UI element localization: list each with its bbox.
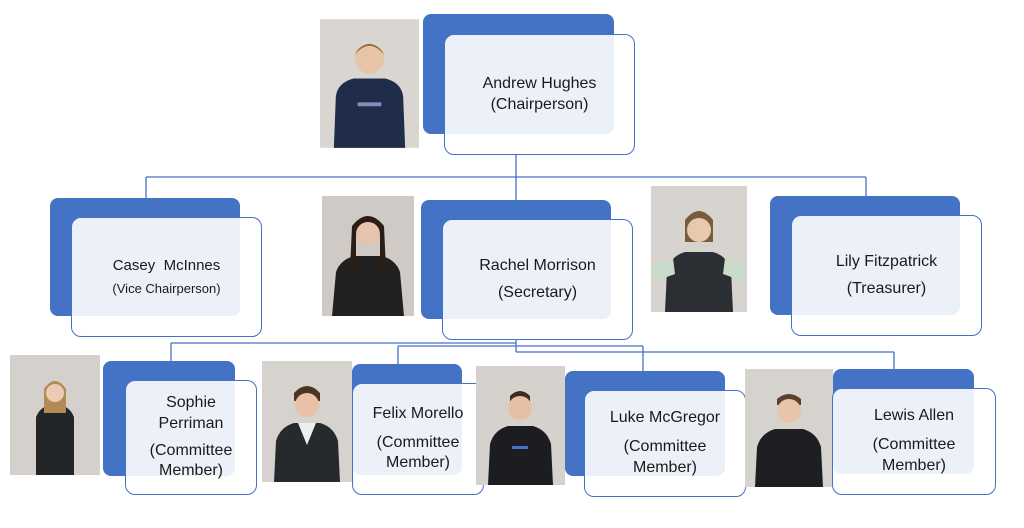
lewis-card: Lewis Allen (Committee Member)	[832, 388, 996, 495]
treasurer-photo	[651, 186, 747, 312]
luke-role-line2: Member)	[632, 458, 697, 476]
chair-card: Andrew Hughes (Chairperson)	[444, 34, 635, 155]
sophie-role-line2: Member)	[158, 462, 223, 480]
sophie-role-line1: (Committee	[149, 441, 233, 459]
felix-role-line2: Member)	[385, 454, 450, 472]
luke-card: Luke McGregor (Committee Member)	[584, 390, 746, 497]
chair-role: (Chairperson)	[490, 95, 589, 113]
felix-name: Felix Morello	[372, 404, 464, 422]
sophie-photo	[10, 355, 100, 475]
treasurer-card: Lily Fitzpatrick (Treasurer)	[791, 215, 982, 336]
chair-photo	[320, 18, 419, 149]
luke-name: Luke McGregor	[609, 409, 721, 427]
secretary-name: Rachel Morrison	[479, 256, 596, 274]
lewis-role-line2: Member)	[881, 456, 946, 474]
secretary-role: (Secretary)	[497, 283, 578, 301]
sophie-card: Sophie Perriman (Committee Member)	[125, 380, 257, 495]
chair-name: Andrew Hughes	[482, 74, 597, 92]
lewis-name: Lewis Allen	[873, 407, 955, 425]
vice-name: Casey McInnes	[112, 256, 221, 274]
vice-role: (Vice Chairperson)	[112, 281, 221, 297]
secretary-card: Rachel Morrison (Secretary)	[442, 219, 633, 340]
secretary-photo	[322, 196, 414, 316]
felix-card: Felix Morello (Committee Member)	[352, 383, 484, 495]
lewis-role-line1: (Committee	[872, 436, 956, 454]
vice-card: Casey McInnes (Vice Chairperson)	[71, 217, 262, 337]
lewis-photo	[745, 369, 833, 487]
luke-photo	[476, 366, 565, 485]
sophie-name-line2: Perriman	[158, 414, 224, 432]
treasurer-name: Lily Fitzpatrick	[835, 252, 938, 270]
treasurer-role: (Treasurer)	[846, 279, 927, 297]
felix-photo	[262, 361, 352, 482]
sophie-name-line1: Sophie	[166, 393, 216, 411]
felix-role-line1: (Committee	[376, 433, 460, 451]
luke-role-line1: (Committee	[623, 438, 707, 456]
